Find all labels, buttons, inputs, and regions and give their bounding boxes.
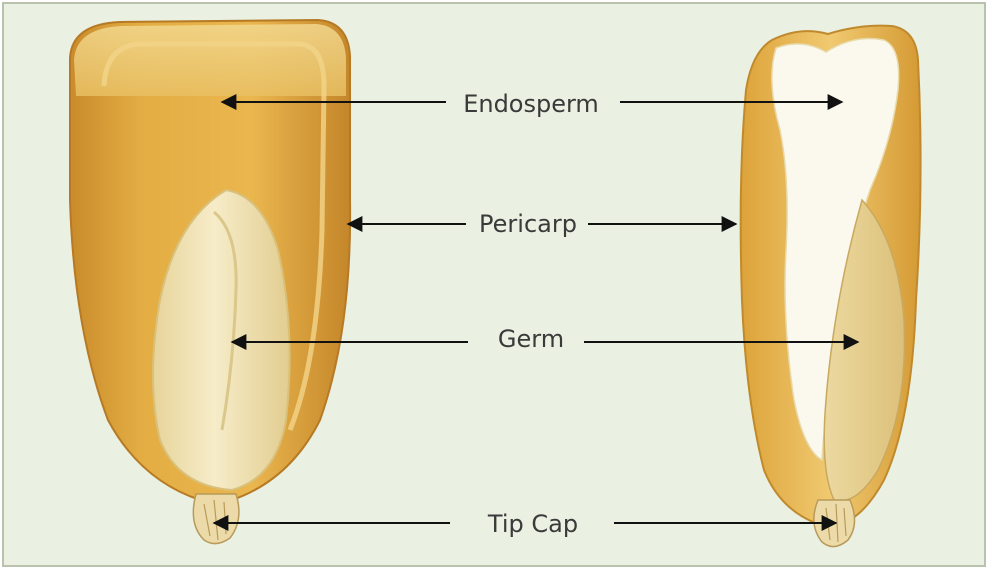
left-kernel-top-band [74, 24, 346, 96]
label-endosperm: Endosperm [463, 90, 599, 118]
label-germ: Germ [498, 325, 564, 353]
label-pericarp: Pericarp [479, 210, 577, 238]
label-tip-cap: Tip Cap [487, 510, 578, 538]
